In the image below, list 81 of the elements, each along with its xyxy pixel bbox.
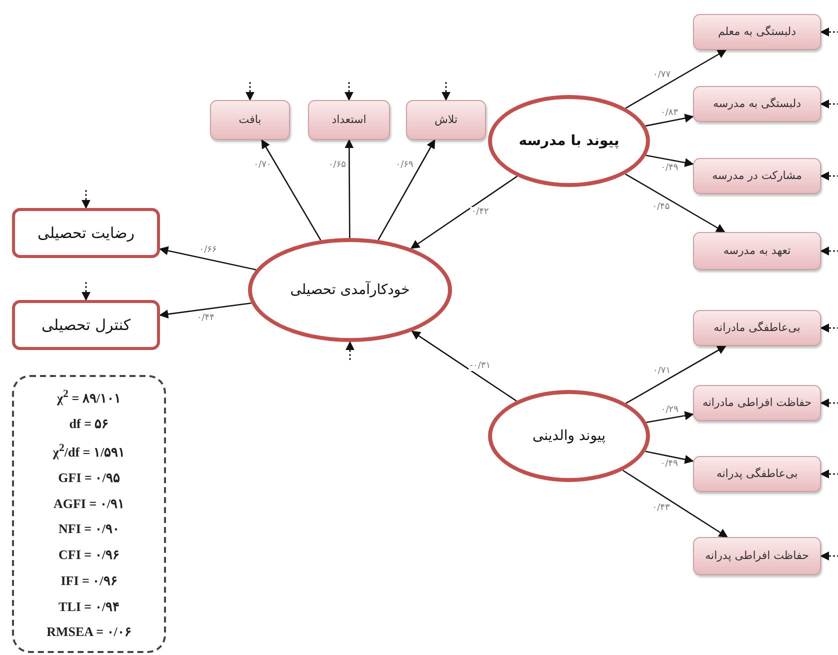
error-arrow [820, 469, 838, 479]
fit-statistic: GFI = ۰/۹۵ [58, 468, 120, 487]
path-coefficient: ۰/۸۳ [660, 108, 680, 118]
path-coefficient: ۰/۲۹ [660, 405, 680, 416]
error-arrow [820, 551, 838, 561]
error-arrow [820, 398, 838, 408]
path-arrow [626, 345, 726, 404]
error-arrow [820, 171, 838, 181]
node-label: استعداد [332, 112, 366, 128]
path-coefficient: ۰/۶۹ [394, 160, 414, 170]
path-arrow [261, 139, 322, 241]
node-label: بی‌عاطفگی مادرانه [714, 320, 800, 336]
path-coefficient: ۰/۴۲ [470, 207, 490, 218]
node-label: رضایت تحصیلی [37, 222, 135, 244]
node-label: بی‌عاطفگی پدرانه [716, 466, 798, 482]
node-label: تلاش [434, 112, 458, 128]
path-arrow [410, 176, 518, 249]
path-arrow [646, 411, 694, 424]
fit-index-panel [12, 375, 166, 653]
fit-statistic: IFI = ۰/۹۶ [60, 572, 118, 590]
path-arrow [378, 139, 436, 240]
indicator-box [210, 100, 290, 140]
path-arrow [646, 154, 694, 168]
fit-statistic: df = ۵۶ [69, 415, 109, 434]
node-label: مشارکت در مدرسه [712, 168, 802, 184]
error-arrow [441, 82, 451, 101]
node-label: کنترل تحصیلی [42, 314, 130, 336]
fit-statistic: NFI = ۰/۹۰ [58, 520, 120, 538]
path-coefficient: ۰/۴۹ [660, 162, 680, 173]
node-label: خودکارآمدی تحصیلی [290, 280, 410, 300]
fit-statistic: RMSEA = ۰/۰۶ [46, 623, 132, 642]
path-coefficient: ۰/۴۵ [651, 202, 671, 212]
indicator-box [693, 385, 821, 421]
path-coefficient: ۰/۶۵ [327, 160, 348, 170]
node-label: حفاظت افراطی مادرانه [702, 394, 812, 411]
outcome-box [12, 208, 160, 258]
node-label: تعهد به مدرسه [723, 242, 791, 259]
error-arrow [820, 323, 838, 333]
error-arrow [820, 27, 838, 37]
indicator-box [308, 100, 390, 140]
path-arrow [622, 470, 728, 538]
path-arrow [625, 49, 727, 109]
error-arrow [820, 246, 838, 256]
path-arrow [625, 173, 726, 233]
error-arrow [81, 282, 91, 301]
path-coefficient: ۰/۴۴ [196, 313, 216, 324]
path-arrow [645, 450, 694, 464]
outcome-box [12, 300, 160, 350]
indicator-box [693, 158, 821, 194]
indicator-box [693, 537, 821, 575]
path-coefficient: ۰/۴۹ [659, 459, 679, 470]
indicator-box [693, 232, 821, 270]
path-coefficient: -۰/۳۱ [468, 361, 492, 372]
indicator-box [693, 456, 821, 492]
indicator-box [406, 100, 486, 140]
path-coefficient: ۰/۷۱ [652, 366, 672, 376]
path-arrow [411, 330, 517, 402]
node-label: حفاظت افراطی پدرانه [705, 548, 809, 564]
node-label: پیوند با مدرسه [518, 132, 620, 150]
error-arrow [245, 82, 255, 101]
error-arrow [344, 82, 354, 101]
error-arrow [345, 341, 355, 360]
node-label: دلبستگی به مدرسه [713, 96, 801, 112]
fit-statistic: CFI = ۰/۹۶ [58, 546, 120, 564]
node-label: بافت [238, 112, 262, 128]
path-coefficient: ۰/۷۰ [252, 160, 272, 170]
indicator-box [693, 14, 821, 50]
error-arrow [820, 99, 838, 109]
indicator-box [693, 86, 821, 122]
fit-statistic: TLI = ۰/۹۴ [58, 598, 120, 616]
indicator-box [693, 310, 821, 346]
path-coefficient: ۰/۷۷ [652, 70, 672, 80]
error-arrow [81, 190, 91, 209]
node-label: دلبستگی به معلم [718, 24, 796, 40]
path-arrow [645, 114, 694, 127]
path-arrow [159, 302, 252, 319]
fit-statistic: AGFI = ۰/۹۱ [53, 494, 125, 513]
node-label: پیوند والدینی [532, 426, 606, 446]
path-coefficient: ۰/۶۶ [198, 245, 218, 256]
path-coefficient: ۰/۴۳ [651, 502, 671, 513]
path-arrow [344, 139, 354, 238]
